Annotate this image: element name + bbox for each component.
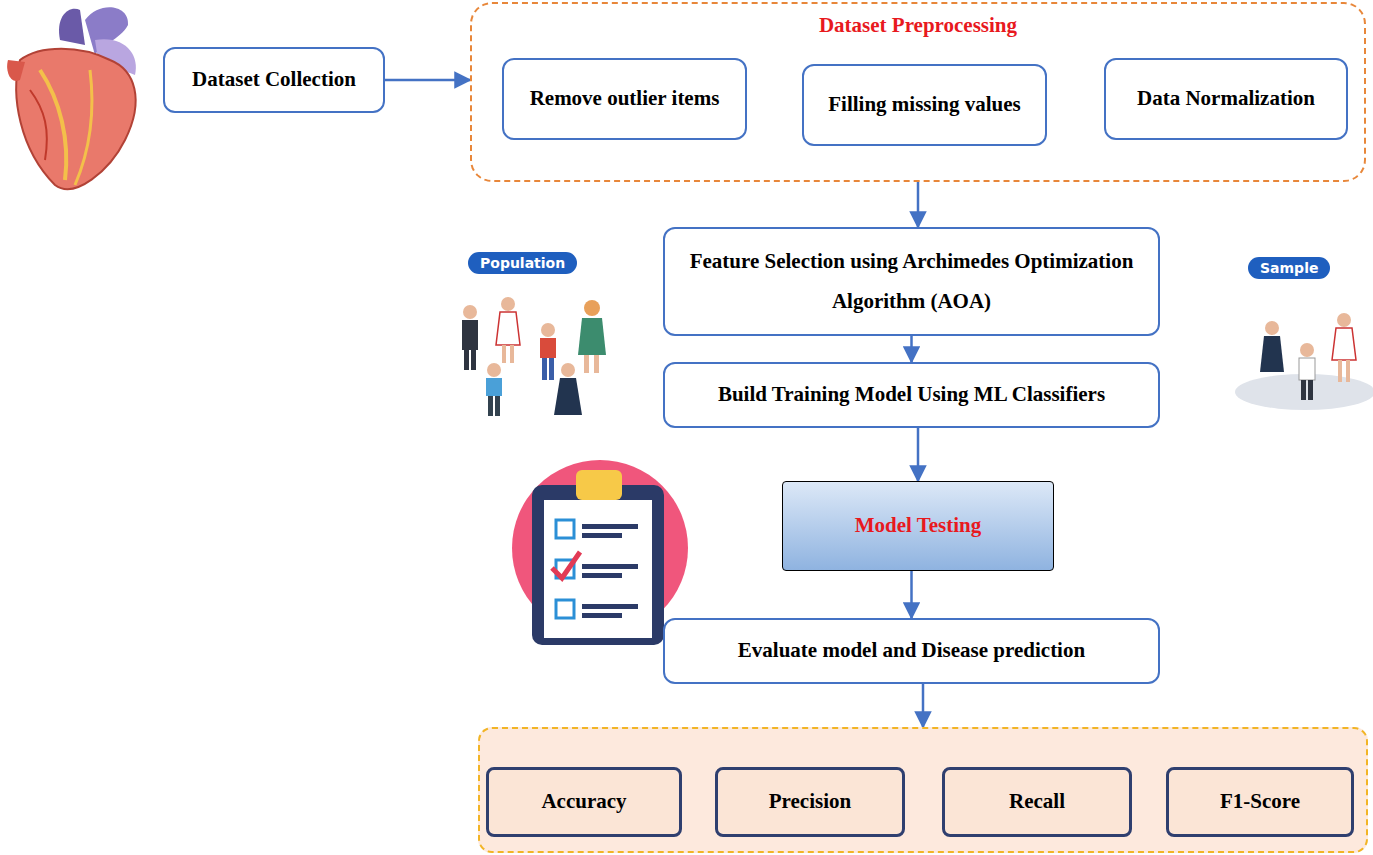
heart-illustration — [7, 7, 136, 189]
badge-label: Sample — [1248, 257, 1330, 279]
process-box: Evaluate model and Disease prediction — [663, 618, 1160, 684]
metric-box: Precision — [715, 767, 905, 837]
box-label: Remove outlier items — [530, 79, 720, 119]
box-label: F1-Score — [1220, 782, 1300, 822]
badge-label: Population — [468, 252, 577, 274]
flow-arrow — [922, 684, 925, 727]
population-people — [462, 297, 606, 416]
process-box: Build Training Model Using ML Classifier… — [663, 362, 1160, 428]
process-box: Feature Selection using Archimedes Optim… — [663, 227, 1160, 336]
metrics-band: Accuracy Precision Recall F1-Score — [478, 727, 1368, 853]
preprocessing-band: Dataset PreprocessingRemove outlier item… — [470, 2, 1366, 182]
process-box: Data Normalization — [1104, 58, 1348, 140]
process-box: Dataset Collection — [163, 47, 385, 113]
metric-box: Accuracy — [486, 767, 682, 837]
box-label: Precision — [769, 782, 851, 822]
checklist-illustration — [512, 460, 688, 645]
flow-arrow — [917, 428, 920, 481]
flow-arrow — [910, 571, 913, 618]
sample-people — [1235, 313, 1373, 410]
band-heading: Dataset Preprocessing — [819, 4, 1017, 46]
box-label: Dataset Collection — [192, 60, 356, 100]
box-label: Model Testing — [855, 506, 982, 546]
process-box: Filling missing values — [802, 64, 1047, 146]
process-box: Remove outlier items — [502, 58, 747, 140]
flow-arrow — [917, 182, 920, 227]
box-label: Evaluate model and Disease prediction — [738, 631, 1085, 671]
box-label: Data Normalization — [1137, 79, 1315, 119]
metric-box: F1-Score — [1166, 767, 1354, 837]
box-label: Build Training Model Using ML Classifier… — [718, 375, 1105, 415]
box-label: Filling missing values — [828, 85, 1021, 125]
flow-arrow — [910, 336, 913, 362]
testing-box: Model Testing — [782, 481, 1054, 571]
box-label: Feature Selection using Archimedes Optim… — [675, 242, 1148, 322]
metric-box: Recall — [942, 767, 1132, 837]
flow-arrow — [385, 79, 470, 82]
box-label: Recall — [1009, 782, 1065, 822]
box-label: Accuracy — [541, 782, 626, 822]
